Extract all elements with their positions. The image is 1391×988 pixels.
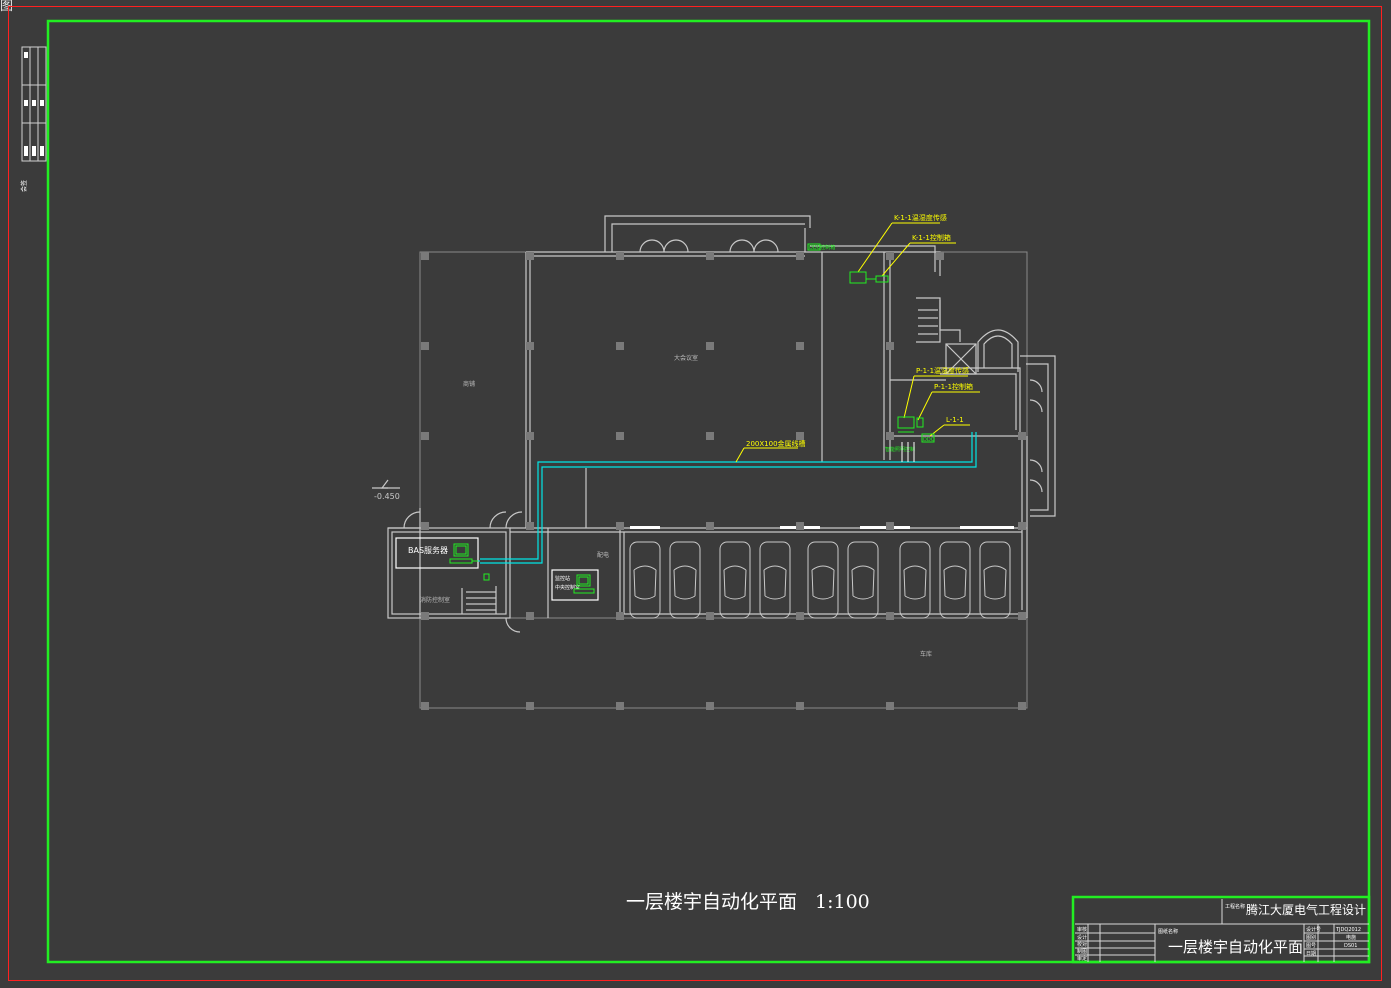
workstation-line1: 监控站 <box>555 575 570 582</box>
signoff-role: 审核 <box>1077 926 1087 933</box>
meta-value: 电施 <box>1346 934 1356 941</box>
callout-k-controller: K-1-1控制箱 <box>912 233 951 242</box>
cable-tray-label: 200X100金属线槽 <box>746 439 806 448</box>
structural-columns <box>421 252 1026 710</box>
grid-lines <box>419 251 1028 709</box>
meta-label: 设计号 <box>1306 926 1321 933</box>
parked-car <box>629 541 661 619</box>
workstation-box <box>551 569 599 601</box>
parked-car <box>669 541 701 619</box>
meta-value: TJDQ2012 <box>1335 927 1361 933</box>
title-block: 工程名称 腾江大厦电气工程设计 图纸名称 一层楼宇自动化平面 审核 设计 校对 … <box>1071 895 1371 964</box>
ddc-top-label: DDC控制箱 <box>809 244 835 251</box>
callout-l-panel: L-1-1 <box>946 416 964 424</box>
bottom-control-label: 智能照明控制 <box>885 446 915 453</box>
computer-icon <box>449 543 478 564</box>
parked-car <box>899 541 931 619</box>
meta-label: 图别 <box>1306 934 1316 941</box>
room-label-control: 消防控制室 <box>420 596 450 604</box>
project-label: 工程名称 <box>1225 903 1245 910</box>
drawing-frame <box>46 19 1371 964</box>
signoff-role: 审定 <box>1077 955 1087 962</box>
parked-car <box>847 541 879 619</box>
meta-label: 日期 <box>1306 951 1316 957</box>
callout-k-sensor: K-1-1温湿度传感 <box>894 213 947 222</box>
bas-server-box <box>395 537 479 569</box>
bas-server-label: BAS服务器 <box>408 545 448 555</box>
floor-plan-walls <box>372 215 1056 633</box>
cable-tray <box>480 432 977 564</box>
signoff-role: 制图 <box>1077 948 1087 955</box>
parked-car <box>759 541 791 619</box>
drawing-scale: 1:100 <box>815 891 870 913</box>
drawing-name: 一层楼宇自动化平面 <box>1168 938 1303 956</box>
drawing-label: 图纸名称 <box>1158 928 1178 935</box>
project-name: 腾江大厦电气工程设计 <box>1246 902 1366 917</box>
signoff-label: 会签 <box>20 180 28 192</box>
parked-car <box>807 541 839 619</box>
workstation-line2: 中央控制室 <box>555 584 580 591</box>
drawing-title: 一层楼宇自动化平面 <box>626 891 797 913</box>
corner-label: 图 <box>0 0 14 14</box>
signoff-strip <box>21 46 47 162</box>
parked-car <box>719 541 751 619</box>
room-label-meeting: 大会议室 <box>674 354 698 362</box>
sheet-border <box>8 6 1382 981</box>
ddc-small-label: DDC <box>923 437 935 443</box>
bas-equipment <box>483 243 935 581</box>
parking-cars <box>629 541 1011 619</box>
room-label-distribution: 配电 <box>597 551 609 559</box>
callout-p-controller: P-1-1控制箱 <box>934 382 973 391</box>
meta-label: 图号 <box>1306 943 1316 949</box>
parked-car <box>979 541 1011 619</box>
room-label-shop: 商铺 <box>463 380 475 388</box>
callout-p-sensor: P-1-1温湿度传感 <box>916 366 969 375</box>
signoff-role: 设计 <box>1077 934 1087 941</box>
signoff-role: 校对 <box>1077 941 1087 948</box>
room-label-garage: 车库 <box>920 650 932 658</box>
parked-car <box>939 541 971 619</box>
meta-value: DS01 <box>1344 943 1357 949</box>
workstation-computer-icon <box>573 574 595 594</box>
level-mark: -0.450 <box>374 492 400 501</box>
